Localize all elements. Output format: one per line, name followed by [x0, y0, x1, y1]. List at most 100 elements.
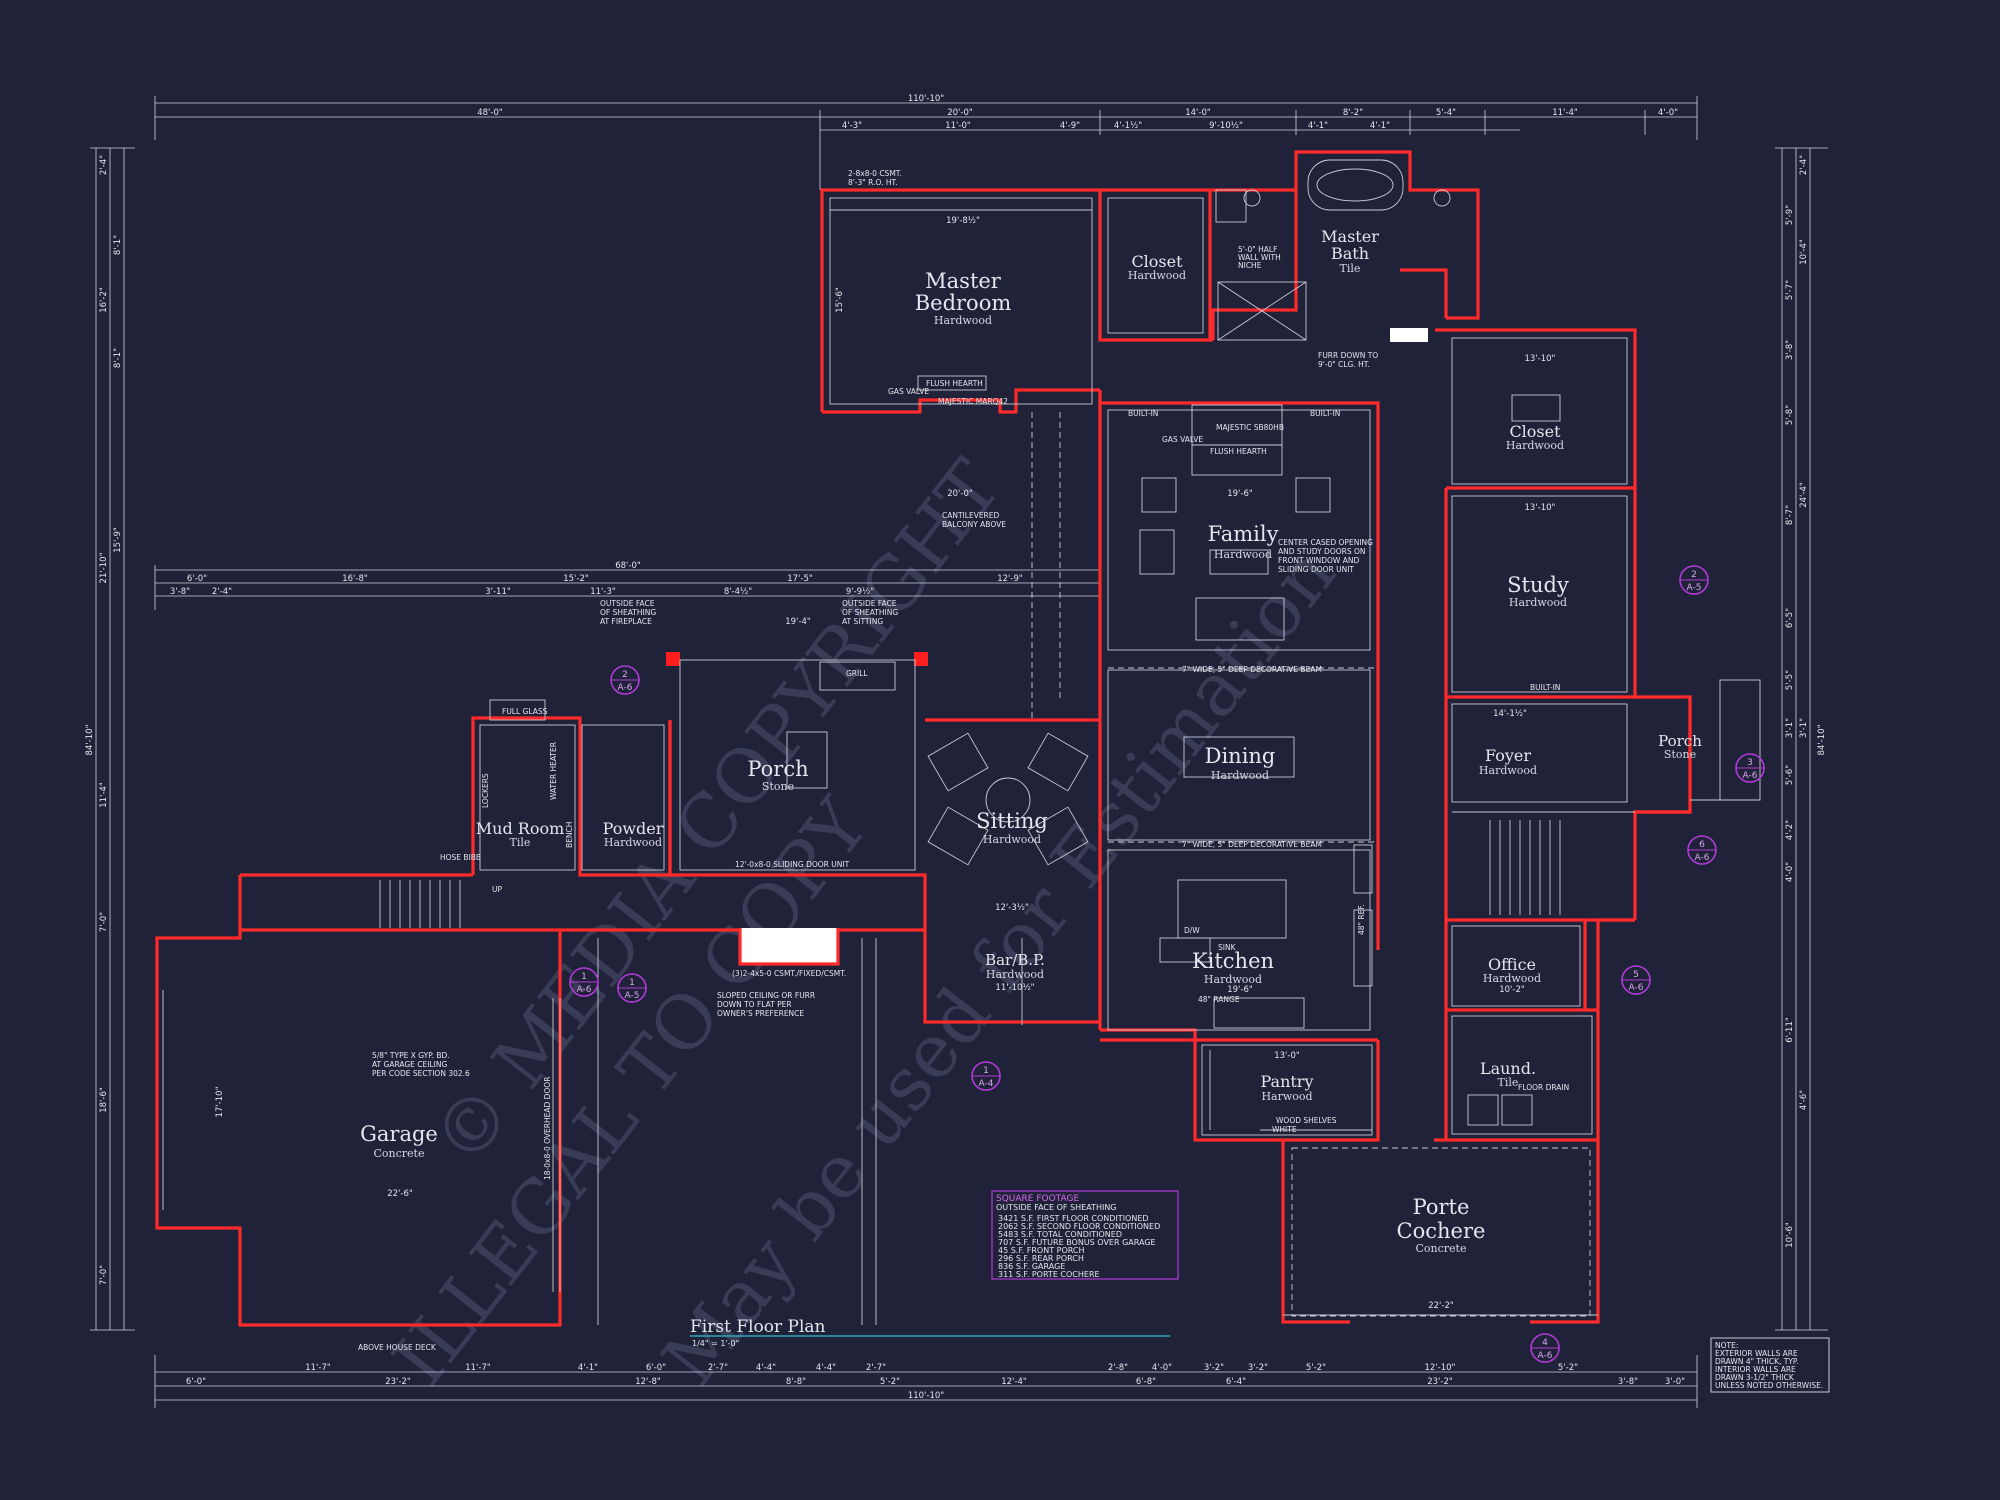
dim-left-1: 2'-4" — [99, 155, 109, 175]
dim-overall-left: 84'-10" — [85, 724, 95, 755]
label-center-cased-4: SLIDING DOOR UNIT — [1278, 565, 1354, 574]
dim-mid2-4: 11'-3" — [590, 587, 616, 597]
dim-top-1: 48'-0" — [477, 108, 503, 118]
tag-9-num: 6 — [1699, 840, 1705, 850]
room-closet-upper: Closet — [1131, 252, 1183, 271]
room-study-finish: Hardwood — [1509, 596, 1567, 609]
dim-right-3: 10'-4" — [1799, 239, 1809, 265]
tag-6-sheet: A-4 — [979, 1079, 994, 1089]
section-tag-3: 2 A-6 — [610, 665, 640, 695]
dim-right-13: 5'-6" — [1785, 765, 1795, 785]
room-labels: Master Bedroom Hardwood Closet Hardwood … — [360, 227, 1702, 1255]
plan-scale-text: 1/4" = 1'-0" — [692, 1339, 739, 1348]
dim-bot2-8: 6'-4" — [1226, 1377, 1246, 1387]
dim-bot1-10: 4'-0" — [1152, 1363, 1172, 1373]
label-outside-fireplace-1: OUTSIDE FACE — [600, 599, 655, 608]
dimension-strings: 110'-10" 48'-0" 20'-0" 14'-0" 8'-2" 5'-4… — [85, 94, 1828, 1408]
room-master-bath-2: Bath — [1331, 244, 1369, 263]
room-pantry-finish: Harwood — [1261, 1090, 1312, 1103]
label-csmt: 2-8x8-0 CSMT. — [848, 169, 902, 178]
room-closet-right-finish: Hardwood — [1506, 439, 1564, 452]
tag-8-num: 5 — [1633, 970, 1639, 980]
section-tag-8: 5 A-6 — [1621, 965, 1651, 995]
label-half-wall-1: 5'-0" HALF — [1238, 245, 1277, 254]
label-half-wall-2: WALL WITH — [1238, 253, 1281, 262]
tag-7-sheet: A-6 — [1538, 1351, 1553, 1361]
sqft-row-8: 311 S.F. PORTE COCHERE — [998, 1270, 1100, 1279]
dim-top3-3: 4'-9" — [1060, 121, 1080, 131]
tag-6-num: 1 — [983, 1066, 989, 1076]
label-half-wall-3: NICHE — [1238, 261, 1262, 270]
label-majestic-2: MAJESTIC SB80HB — [1216, 423, 1284, 432]
dim-sitting-width: 12'-3½" — [995, 903, 1029, 913]
dim-top3-1: 4'-3" — [842, 121, 862, 131]
label-gas-valve: GAS VALVE — [888, 387, 929, 396]
general-note: NOTE: EXTERIOR WALLS ARE DRAWN 4" THICK,… — [1710, 1337, 1830, 1393]
dim-bot2-11: 3'-0" — [1665, 1377, 1685, 1387]
label-deco-beam-2: 7" WIDE, 5" DEEP DECORATIVE BEAM — [1182, 840, 1322, 849]
label-flush-hearth-2: FLUSH HEARTH — [1210, 447, 1267, 456]
label-cantilevered-1: CANTILEVERED — [942, 511, 1000, 520]
section-tag-1: 1 A-6 — [569, 967, 599, 997]
dim-bot2-1: 6'-0" — [186, 1377, 206, 1387]
dim-bot2-7: 6'-8" — [1136, 1377, 1156, 1387]
room-closet-right: Closet — [1509, 422, 1561, 441]
room-dining-finish: Hardwood — [1211, 769, 1269, 782]
tag-7-num: 4 — [1542, 1338, 1548, 1348]
label-sliding-door: 12'-0x8-0 SLIDING DOOR UNIT — [735, 860, 850, 869]
label-fixed-window: (3)2-4x5-0 CSMT./FIXED/CSMT. — [732, 969, 846, 978]
dim-bot1-6: 4'-4" — [756, 1363, 776, 1373]
room-powder: Powder — [603, 819, 664, 838]
label-flush-hearth: FLUSH HEARTH — [926, 379, 983, 388]
room-dining: Dining — [1205, 744, 1276, 768]
dim-right-12: 3'-1" — [1799, 718, 1809, 738]
room-foyer: Foyer — [1485, 746, 1531, 765]
label-wood-shelves: WOOD SHELVES — [1276, 1116, 1337, 1125]
sqft-row-3: 5483 S.F. TOTAL CONDITIONED — [998, 1230, 1122, 1239]
dim-family-width: 19'-6" — [1227, 489, 1253, 499]
label-deco-beam: 7" WIDE, 5" DEEP DECORATIVE BEAM — [1182, 665, 1322, 674]
room-master-bath-1: Master — [1321, 227, 1379, 246]
room-porch-front: Porch — [1658, 732, 1702, 750]
dim-mid-3: 15'-2" — [563, 574, 589, 584]
label-white: WHITE — [1272, 1125, 1297, 1134]
dim-left-4: 8'-1" — [113, 348, 123, 368]
interior-lines — [162, 159, 1761, 1337]
dim-top3-2: 11'-0" — [945, 121, 971, 131]
dim-mb-len: 15'-6" — [835, 287, 845, 313]
bath-tub-block — [1390, 328, 1428, 342]
room-mud-room-finish: Tile — [510, 836, 531, 849]
room-porte-cochere-2: Cochere — [1397, 1219, 1486, 1243]
plan-title: First Floor Plan 1/4" = 1'-0" — [690, 1317, 826, 1348]
dim-right-16: 6'-11" — [1785, 1017, 1795, 1043]
dim-bot2-3: 12'-8" — [635, 1377, 661, 1387]
dim-garage-len: 17'-10" — [215, 1086, 225, 1117]
dim-left-10: 7'-0" — [99, 1265, 109, 1285]
room-office-finish: Hardwood — [1483, 972, 1541, 985]
dim-mid2-5: 8'-4½" — [724, 587, 752, 597]
dim-bot1-3: 4'-1" — [578, 1363, 598, 1373]
dim-right-8: 8'-7" — [1785, 505, 1795, 525]
room-family-finish: Hardwood — [1214, 548, 1272, 561]
tag-8-sheet: A-6 — [1629, 983, 1644, 993]
dim-top3-6: 4'-1" — [1308, 121, 1328, 131]
label-sloped-3: OWNER'S PREFERENCE — [717, 1009, 804, 1018]
section-tag-9: 6 A-6 — [1687, 835, 1717, 865]
label-outside-sitting-2: OF SHEATHING — [842, 608, 898, 617]
dim-left-5: 21'-10" — [99, 552, 109, 583]
room-powder-finish: Hardwood — [604, 836, 662, 849]
label-full-glass: FULL GLASS — [502, 707, 548, 716]
room-kitchen-finish: Hardwood — [1204, 973, 1262, 986]
rear-glass-block — [740, 928, 838, 964]
dim-right-15: 4'-0" — [1785, 862, 1795, 882]
dim-bot1-11: 3'-2" — [1204, 1363, 1224, 1373]
dim-right-18: 10'-6" — [1785, 1222, 1795, 1248]
sqft-title: SQUARE FOOTAGE — [996, 1194, 1079, 1204]
label-lockers: LOCKERS — [481, 773, 490, 808]
room-porch-front-finish: Stone — [1664, 748, 1696, 761]
room-porte-cochere-finish: Concrete — [1416, 1242, 1467, 1255]
dim-bot1-5: 2'-7" — [708, 1363, 728, 1373]
label-garage-note-3: PER CODE SECTION 302.6 — [372, 1069, 470, 1078]
label-csmt-ht: 8'-3" R.O. HT. — [848, 178, 898, 187]
dim-top-6: 11'-4" — [1552, 108, 1578, 118]
